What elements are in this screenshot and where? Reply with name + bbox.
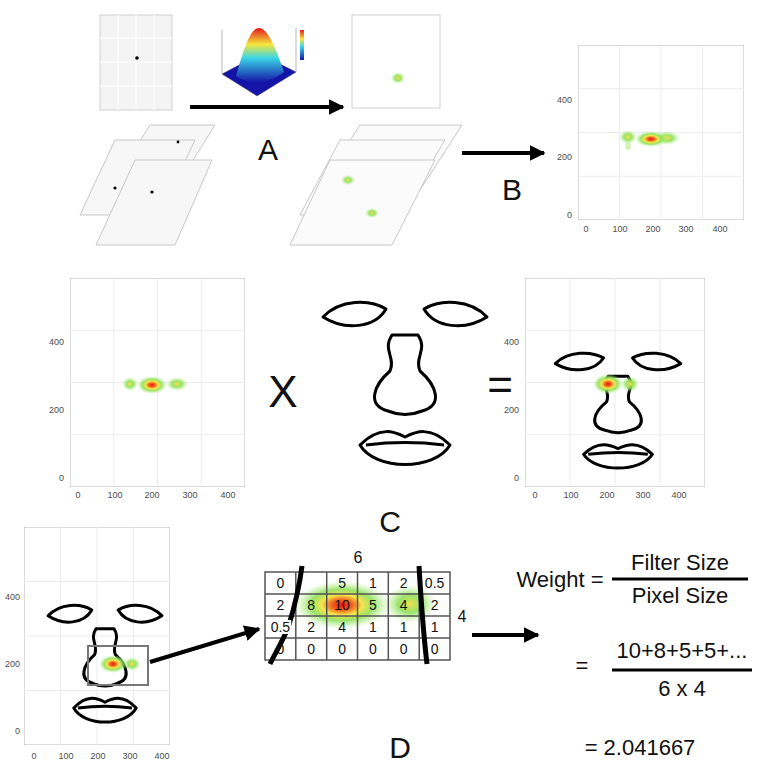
axis-tick: 300: [122, 752, 137, 761]
table-cell: 1: [431, 620, 439, 634]
axis-tick: 0: [15, 727, 20, 736]
axis-tick: 200: [599, 491, 614, 500]
panel-letter: C: [379, 507, 401, 537]
table-cell: 0.5: [270, 620, 291, 634]
axis-tick: 100: [58, 752, 73, 761]
axis-tick: 400: [220, 491, 235, 500]
axis-tick: 0: [514, 474, 519, 483]
gaussian-kernel: [222, 28, 304, 96]
table-cell: 0.5: [425, 576, 444, 590]
table-cell: 0: [369, 642, 377, 656]
axis-tick: 200: [645, 225, 660, 234]
heatmap-plot: [578, 45, 744, 220]
axis-tick: 200: [504, 406, 519, 415]
table-cell: 8: [307, 598, 315, 612]
heatmap-plot: [70, 278, 245, 487]
output-plane: [352, 15, 440, 108]
operator-sign: X: [268, 370, 297, 414]
table-cell: 10: [334, 598, 350, 612]
table-cell: 2: [431, 598, 439, 612]
formula-text: Filter Size: [631, 552, 729, 574]
table-cell: 5: [338, 576, 346, 590]
table-cell: 0: [338, 642, 346, 656]
face-outline: [323, 302, 487, 464]
axis-tick: 400: [504, 338, 519, 347]
axis-tick: 100: [107, 491, 122, 500]
input-stack: [80, 125, 215, 245]
region-plot: [24, 527, 170, 745]
dimension-label: 6: [354, 550, 363, 566]
step-arrow: [190, 107, 544, 153]
table-cell: 2: [400, 576, 408, 590]
axis-tick: 300: [678, 225, 693, 234]
table-cell: 4: [338, 620, 346, 634]
input-plane: [100, 15, 172, 110]
table-cell: 1: [400, 620, 408, 634]
table-cell: 5: [369, 598, 377, 612]
operator-sign: =: [487, 363, 513, 407]
panel-letter: D: [389, 733, 411, 763]
masked-heatmap-plot: [525, 278, 705, 487]
axis-tick: 200: [144, 491, 159, 500]
table-cell: 0: [307, 642, 315, 656]
axis-tick: 0: [532, 491, 537, 500]
axis-tick: 400: [154, 752, 169, 761]
axis-tick: 100: [563, 491, 578, 500]
axis-tick: 200: [49, 406, 64, 415]
axis-tick: 300: [635, 491, 650, 500]
output-stack: [290, 125, 462, 245]
axis-tick: 400: [712, 225, 727, 234]
axis-tick: 0: [75, 491, 80, 500]
table-cell: 1: [369, 620, 377, 634]
axis-tick: 200: [5, 660, 20, 669]
axis-tick: 0: [583, 225, 588, 234]
axis-tick: 300: [182, 491, 197, 500]
axis-tick: 0: [59, 474, 64, 483]
formula-text: Pixel Size: [632, 585, 729, 607]
dimension-label: 4: [458, 609, 467, 625]
axis-tick: 400: [5, 593, 20, 602]
axis-tick: 400: [671, 491, 686, 500]
fraction-bar: [612, 579, 752, 670]
formula-text: = 2.041667: [585, 737, 696, 759]
table-cell: 0: [277, 642, 285, 656]
formula-text: Weight =: [516, 569, 603, 591]
table-cell: 0: [277, 576, 285, 590]
table-cell: 0: [400, 642, 408, 656]
axis-tick: 200: [557, 153, 572, 162]
axis-tick: 100: [612, 225, 627, 234]
axis-tick: 200: [90, 752, 105, 761]
axis-tick: 0: [31, 752, 36, 761]
table-cell: 1: [369, 576, 377, 590]
table-cell: 2: [307, 620, 315, 634]
table-cell: 2: [277, 598, 285, 612]
table-cell: 4: [400, 598, 408, 612]
formula-text: 10+8+5+5+...: [617, 640, 748, 662]
formula-text: 6 x 4: [658, 678, 706, 700]
axis-tick: 0: [567, 211, 572, 220]
table-cell: 0: [431, 642, 439, 656]
panel-letter: A: [258, 135, 278, 165]
panel-letter: B: [502, 175, 522, 205]
axis-tick: 400: [49, 338, 64, 347]
axis-tick: 400: [557, 96, 572, 105]
formula-text: =: [576, 655, 589, 677]
pixel-table: [265, 566, 450, 664]
